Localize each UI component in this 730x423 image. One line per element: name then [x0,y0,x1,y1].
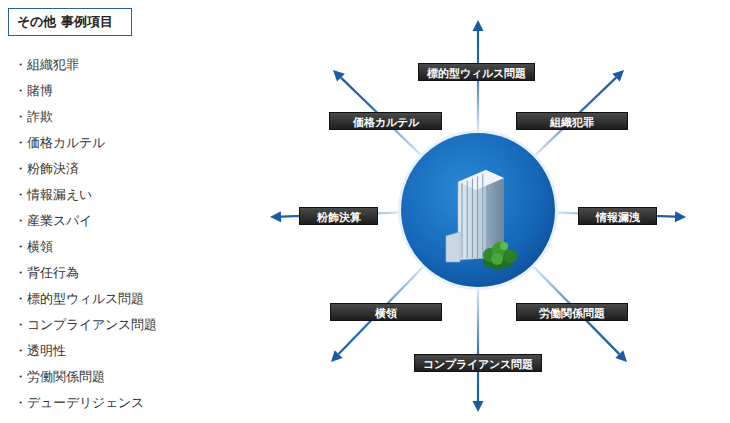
ray-arrowhead [331,350,343,362]
ray-arrowhead [473,20,484,31]
list-item: ・組織犯罪 [14,57,79,74]
list-item: ・労働関係問題 [14,369,105,386]
tag-text: コンプライアンス問題 [423,355,533,373]
list-item: ・詐欺 [14,109,53,126]
list-item: ・横領 [14,239,53,256]
category-tag: 組織犯罪 [516,112,628,130]
arrow-rays [270,20,686,412]
window-stripe [472,179,473,258]
ray-arrowhead [675,211,686,222]
window-stripe [467,181,468,258]
tag-text: 標的型ウィルス問題 [427,64,526,82]
tag-text: 組織犯罪 [525,113,619,131]
list-item: ・背任行為 [14,265,79,282]
category-tag: 標的型ウィルス問題 [418,63,535,81]
category-tag: 価格カルテル [329,112,442,130]
window-stripe [482,174,483,258]
tag-text: 情報漏洩 [587,208,648,226]
ray-arrowhead [333,70,345,82]
list-item: ・透明性 [14,343,66,360]
list-item: ・標的型ウィルス問題 [14,291,144,308]
ray-arrowhead [270,211,281,222]
title-text: その他 事例項目 [17,13,123,31]
tag-text: 横領 [339,304,433,322]
ray-arrowhead [473,401,484,412]
title-box: その他 事例項目 [8,8,132,36]
list-item: ・デューデリジェンス [14,395,144,412]
tag-text: 価格カルテル [338,113,433,131]
window-stripe [477,176,478,258]
category-tag: 労働関係問題 [516,303,628,321]
ray-line [477,290,479,401]
list-item: ・価格カルテル [14,135,105,152]
tag-text: 労働関係問題 [525,304,619,322]
list-item: ・産業スパイ [14,213,92,230]
tag-text: 粉飾決算 [308,208,369,226]
category-tag: コンプライアンス問題 [414,354,542,372]
list-item: ・粉飾決済 [14,161,79,178]
ray-arrowhead [612,70,624,82]
disc-ring [398,130,558,290]
blue-disc [401,133,555,287]
building-icon [446,170,517,269]
ray-arrowhead [615,350,627,362]
list-item: ・コンプライアンス問題 [14,317,157,334]
window-stripe [462,183,463,258]
category-tag: 情報漏洩 [578,207,657,225]
category-tag: 粉飾決算 [299,207,378,225]
list-item: ・賭博 [14,83,53,100]
category-tag: 横領 [330,303,442,321]
list-item: ・情報漏えい [14,187,92,204]
